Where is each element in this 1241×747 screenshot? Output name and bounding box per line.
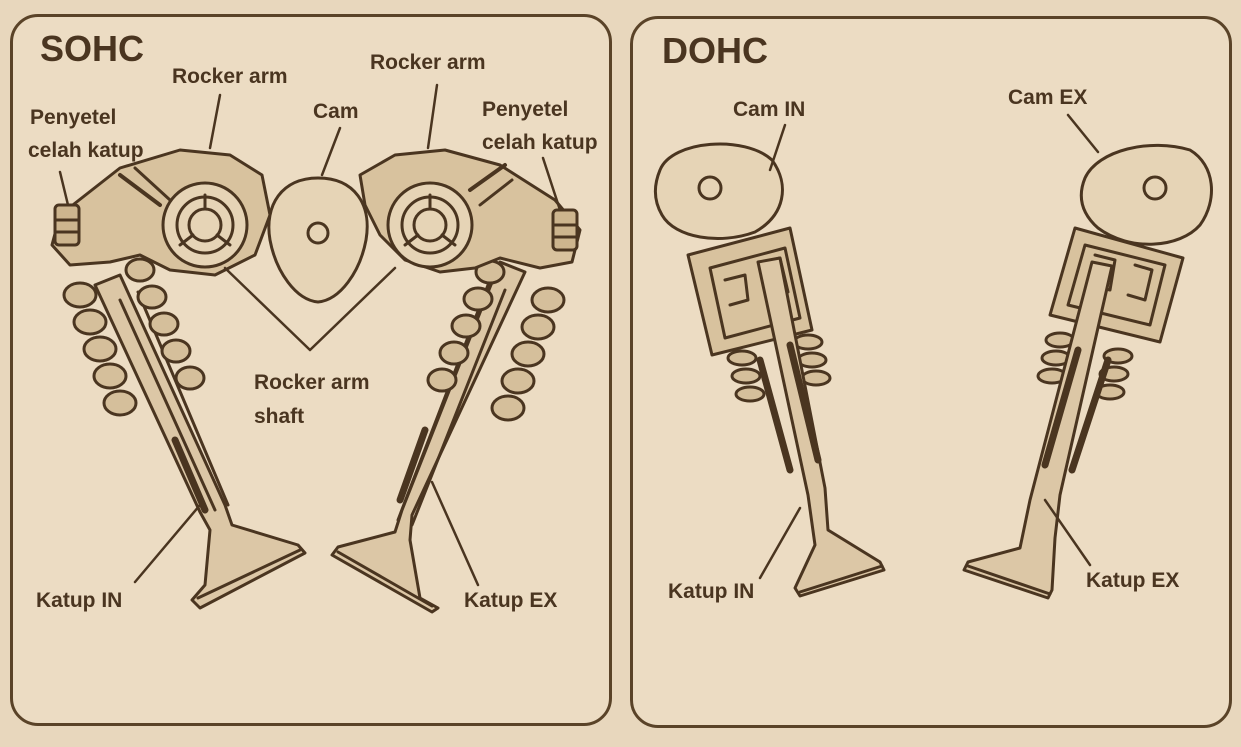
label-dohc-valve-in: Katup IN <box>668 580 755 603</box>
sohc-intake-valve <box>93 273 307 610</box>
sohc-exhaust-valve <box>330 260 527 614</box>
dohc-leader-lines <box>758 113 1100 580</box>
dohc-cam-in <box>653 142 784 240</box>
label-adjuster-right-line1: Penyetel <box>482 98 569 121</box>
label-adjuster-left-line2: celah katup <box>28 139 144 162</box>
sohc-right-rocker-arm <box>358 148 582 274</box>
label-dohc-valve-ex: Katup EX <box>1086 569 1180 592</box>
dohc-intake-valve <box>686 226 886 598</box>
label-cam-ex: Cam EX <box>1008 86 1088 109</box>
label-cam: Cam <box>313 100 359 123</box>
sohc-cam <box>267 176 369 304</box>
label-adjuster-right-line2: celah katup <box>482 131 598 154</box>
label-sohc-valve-in: Katup IN <box>36 589 123 612</box>
label-sohc-valve-ex: Katup EX <box>464 589 558 612</box>
dohc-cam-ex <box>1079 143 1213 246</box>
label-rocker-arm-left: Rocker arm <box>172 65 288 88</box>
dohc-panel <box>630 16 1232 728</box>
sohc-leader-lines <box>58 83 562 587</box>
label-rocker-shaft-line1: Rocker arm <box>254 371 370 394</box>
sohc-left-rocker-arm <box>50 148 272 277</box>
sohc-title: SOHC <box>40 28 145 69</box>
label-cam-in: Cam IN <box>733 98 806 121</box>
label-rocker-shaft-line2: shaft <box>254 405 305 428</box>
sohc-exhaust-spring <box>426 259 566 422</box>
label-rocker-arm-right: Rocker arm <box>370 51 486 74</box>
dohc-exhaust-valve <box>962 226 1185 600</box>
label-adjuster-left-line1: Penyetel <box>30 106 117 129</box>
dohc-title: DOHC <box>662 30 768 71</box>
sohc-intake-spring <box>62 257 206 417</box>
